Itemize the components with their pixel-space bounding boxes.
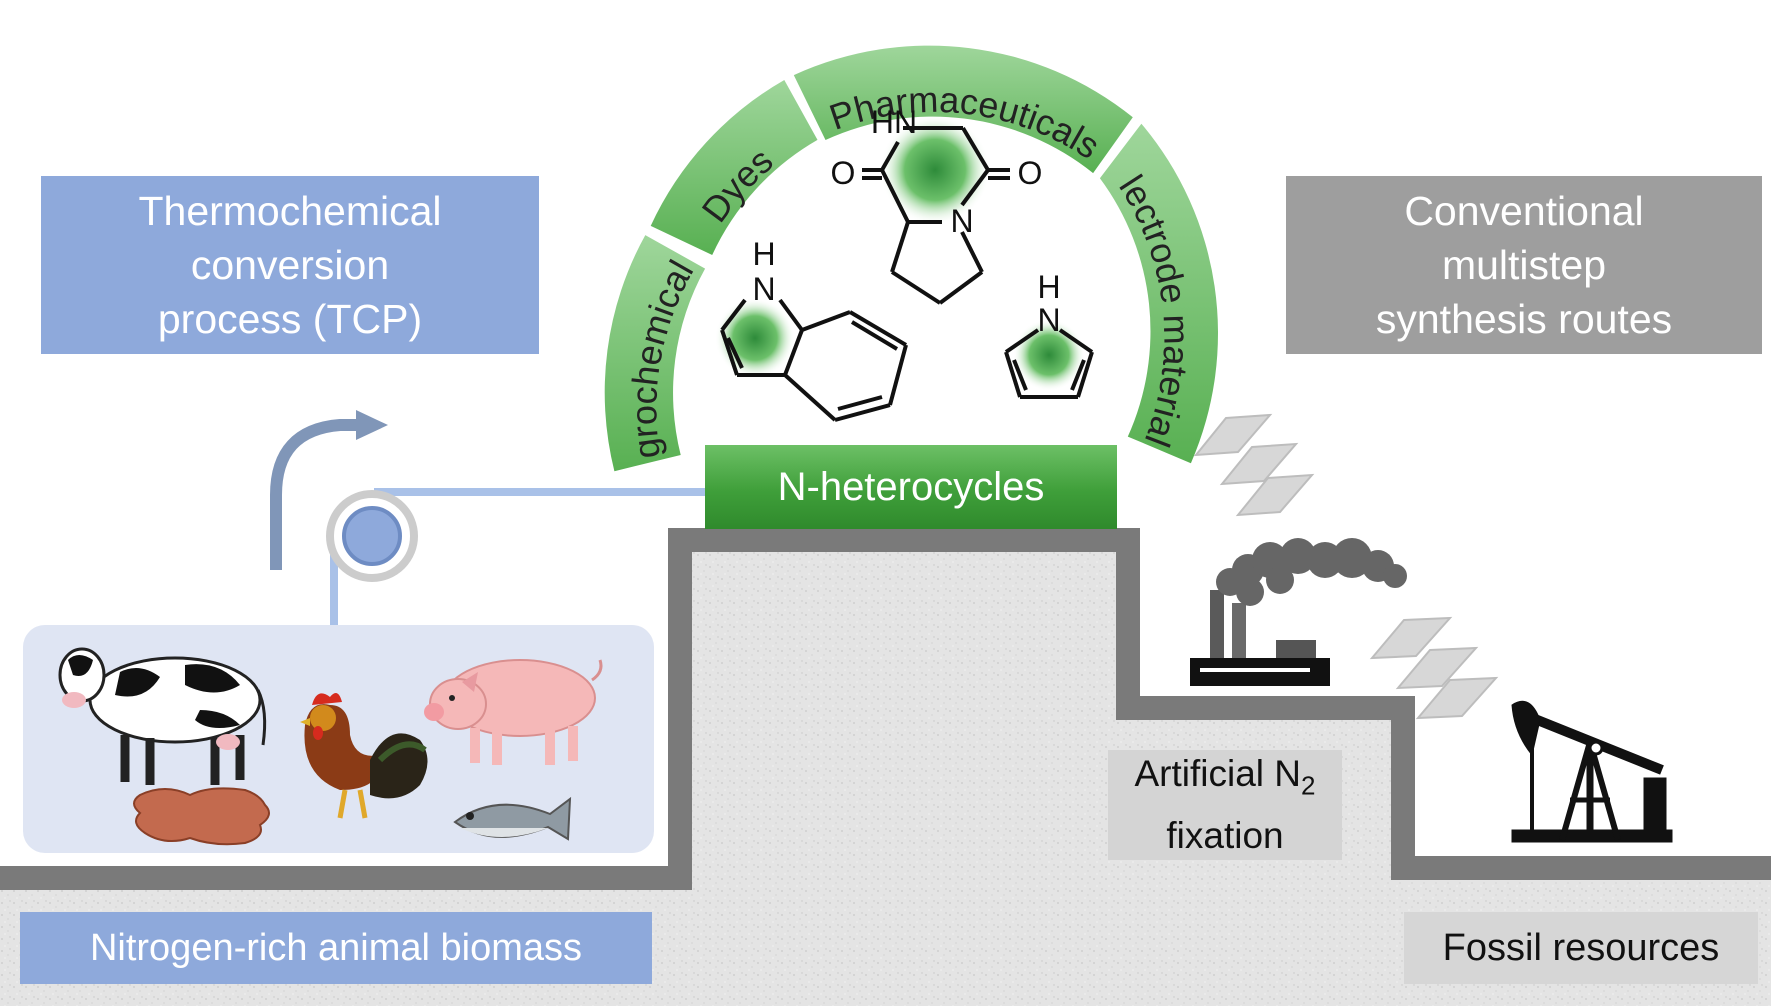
atom-o-left: O: [831, 155, 856, 191]
pig-icon: [424, 659, 603, 765]
segment-dyes: [650, 80, 818, 255]
diketopiperazine-structure: [862, 115, 1010, 305]
atom-hn: HN: [871, 104, 917, 140]
conventional-line-1: Conventional: [1404, 188, 1644, 234]
n-heterocycles-label: N-heterocycles: [705, 445, 1117, 529]
tcp-line-3: process (TCP): [157, 296, 423, 342]
applications-arch: [604, 45, 1218, 472]
conventional-line-2: multistep: [1441, 242, 1607, 288]
fish-icon: [453, 796, 572, 841]
atom-o-right: O: [1018, 155, 1043, 191]
segment-agrochemicals: [604, 235, 706, 472]
pyrrole-structure: [1004, 319, 1094, 399]
segment-pharmaceuticals: [793, 45, 1133, 174]
atom-h-pyrrole: H: [1037, 269, 1060, 305]
tcp-label-box: Thermochemical conversion process (TCP): [41, 176, 539, 354]
rooster-icon: [300, 693, 428, 819]
chevron-arrows-icon: [1193, 413, 1499, 720]
fixation-line-2: fixation: [1166, 814, 1284, 856]
staircase-outline: [0, 528, 1771, 890]
tcp-line-1: Thermochemical: [138, 188, 442, 234]
n-heterocycles-text: N-heterocycles: [777, 464, 1045, 509]
pulley-icon: [326, 490, 418, 582]
nitrogen-biomass-label: Nitrogen-rich animal biomass: [20, 912, 652, 984]
indole-structure: [715, 298, 908, 422]
fossil-resources-text: Fossil resources: [1442, 926, 1720, 969]
curved-arrow-icon: [270, 410, 388, 570]
atom-n-pyrrole: N: [1037, 302, 1060, 338]
factory-icon: [1190, 590, 1330, 686]
cow-icon: [58, 647, 267, 785]
n2-fixation-label: Artificial N2 fixation: [1108, 750, 1342, 860]
fixation-subscript: 2: [1301, 770, 1316, 801]
conventional-routes-box: Conventional multistep synthesis routes: [1286, 176, 1762, 354]
nitrogen-biomass-text: Nitrogen-rich animal biomass: [89, 926, 583, 969]
segment-electrode-materials: [1099, 123, 1218, 464]
fixation-line-1: Artificial N: [1134, 753, 1302, 795]
fossil-resources-label: Fossil resources: [1404, 912, 1758, 984]
smoke-icon: [1216, 538, 1407, 606]
atom-h-indole: H: [752, 236, 775, 272]
hide-leather-icon: [133, 787, 270, 846]
atom-n-indole: N: [752, 271, 775, 307]
conventional-line-3: synthesis routes: [1375, 296, 1673, 342]
oil-pumpjack-icon: [1511, 700, 1673, 843]
tcp-line-2: conversion: [190, 242, 390, 288]
atom-n-ring: N: [950, 203, 973, 239]
